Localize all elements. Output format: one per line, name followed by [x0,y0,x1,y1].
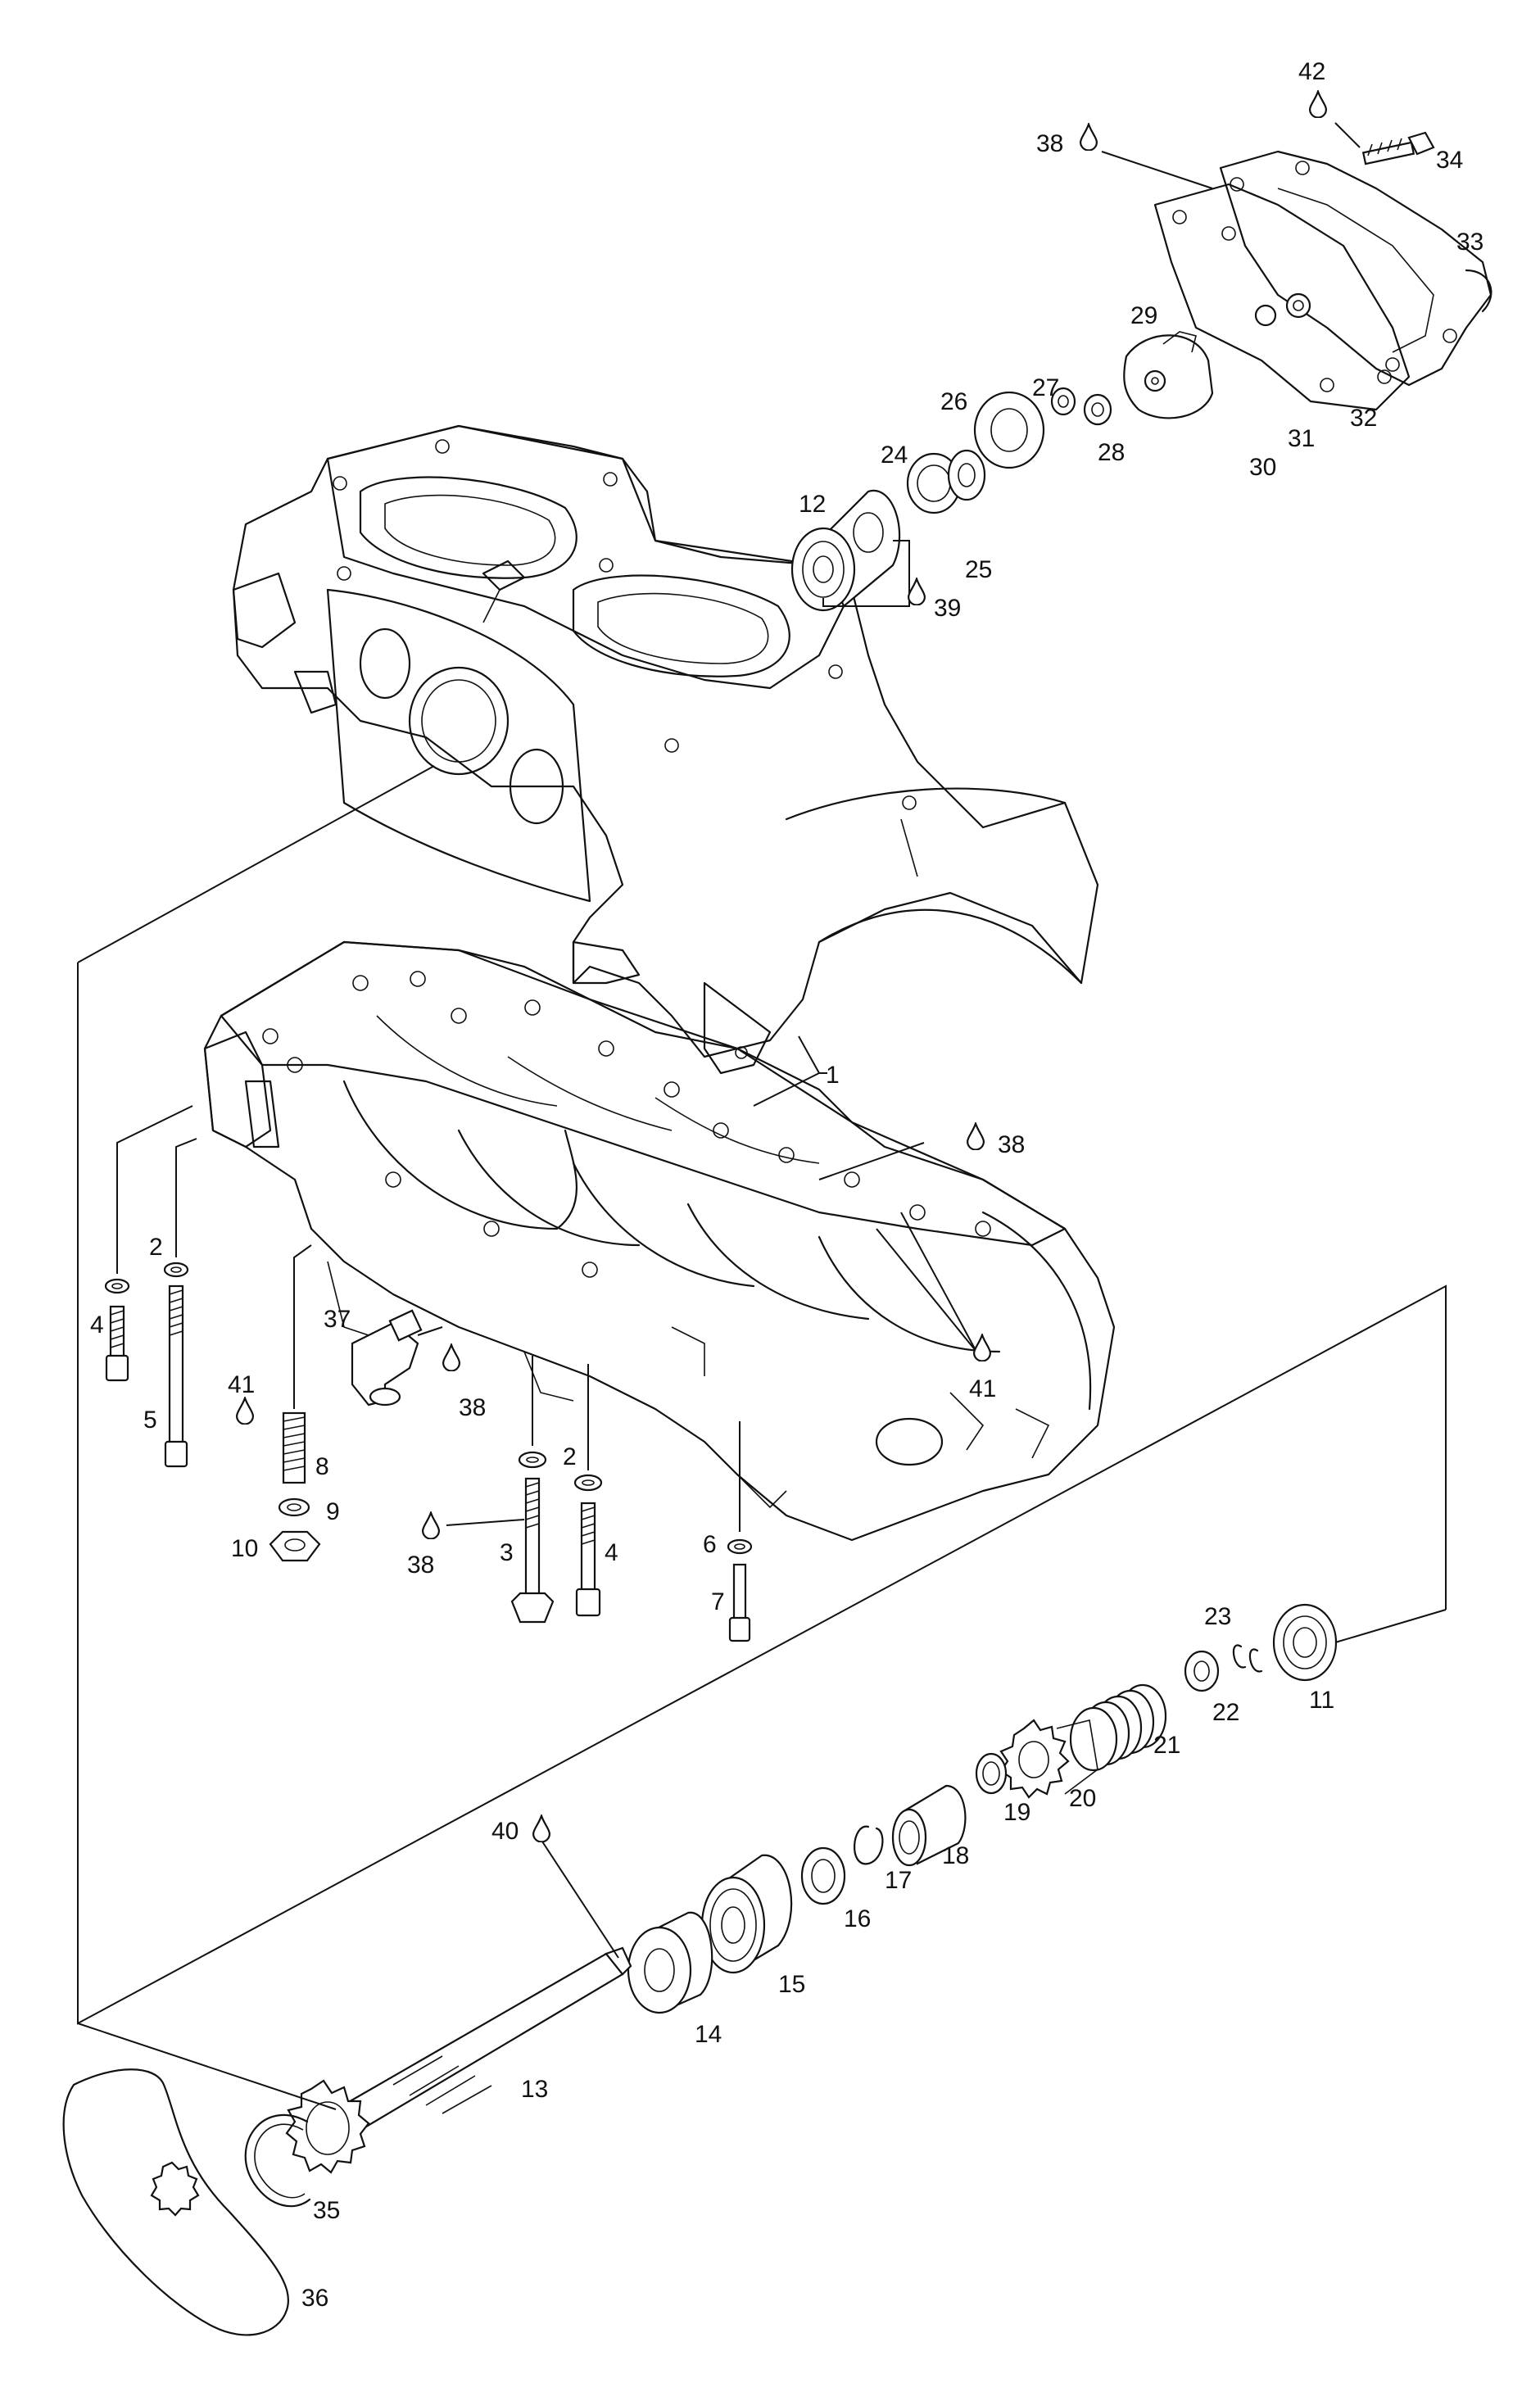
pump-cover-assembly [790,131,1492,612]
callout-32: 32 [1350,405,1377,432]
callout-8: 8 [315,1453,329,1480]
callout-23: 23 [1204,1603,1231,1630]
drop-icon [422,1511,440,1539]
callout-2: 2 [149,1234,163,1261]
callout-18: 18 [942,1842,969,1869]
callout-41: 41 [969,1375,996,1402]
callout-20: 20 [1069,1785,1096,1812]
callout-24: 24 [881,442,908,469]
callout-38: 38 [998,1131,1025,1158]
callout-5: 5 [143,1407,157,1434]
callout-1: 1 [826,1062,840,1089]
callout-40: 40 [491,1818,519,1845]
drop-icon [236,1397,254,1425]
callout-39: 39 [934,595,961,622]
callout-28: 28 [1098,439,1125,466]
drop-icon [532,1814,550,1842]
callout-2: 2 [563,1443,577,1470]
fasteners-left [104,1262,423,1562]
callout-19: 19 [1003,1799,1030,1826]
callout-38: 38 [459,1394,486,1421]
callout-11: 11 [1309,1687,1334,1714]
leader-lines [116,122,1361,1959]
lubricant-drops [236,90,1327,1842]
drop-icon [973,1334,991,1361]
callout-10: 10 [231,1535,258,1562]
callout-29: 29 [1130,302,1157,329]
callout-17: 17 [885,1867,912,1894]
callout-6: 6 [703,1531,717,1558]
callout-38: 38 [1036,130,1063,157]
callout-22: 22 [1212,1699,1239,1726]
assembly-frame-lines [77,765,1447,2110]
drop-icon [908,578,926,605]
callout-labels: 1 2 2 3 4 4 5 6 7 8 9 10 11 12 13 14 15 … [90,58,1483,2312]
callout-42: 42 [1298,58,1325,85]
drop-icon [1309,90,1327,118]
fasteners-center [510,1451,753,1642]
callout-27: 27 [1032,374,1059,401]
callout-21: 21 [1153,1732,1180,1759]
callout-36: 36 [301,2285,328,2312]
shaft-assembly [62,1603,1338,2336]
callout-9: 9 [326,1498,340,1525]
lower-crankcase-half [203,940,1116,1542]
callout-15: 15 [778,1971,805,1998]
callout-41: 41 [228,1371,255,1398]
callout-31: 31 [1288,425,1315,452]
callout-12: 12 [799,491,826,518]
drop-icon [1080,123,1098,151]
callout-13: 13 [521,2076,548,2103]
callout-34: 34 [1436,147,1463,174]
callout-3: 3 [500,1539,514,1566]
callout-7: 7 [711,1588,725,1615]
callout-16: 16 [844,1905,871,1932]
callout-4: 4 [90,1311,104,1339]
callout-30: 30 [1249,454,1276,481]
callout-38: 38 [407,1552,434,1579]
flange-bolt-holes [262,971,991,1278]
spring-part [1069,1683,1167,1772]
callout-37: 37 [324,1306,351,1333]
callout-26: 26 [940,388,967,415]
callout-25: 25 [965,556,992,583]
callout-4: 4 [605,1539,618,1566]
drop-icon [967,1122,985,1150]
drop-icon [442,1343,460,1371]
callout-14: 14 [695,2021,722,2048]
callout-35: 35 [313,2197,340,2224]
callout-33: 33 [1456,229,1483,256]
